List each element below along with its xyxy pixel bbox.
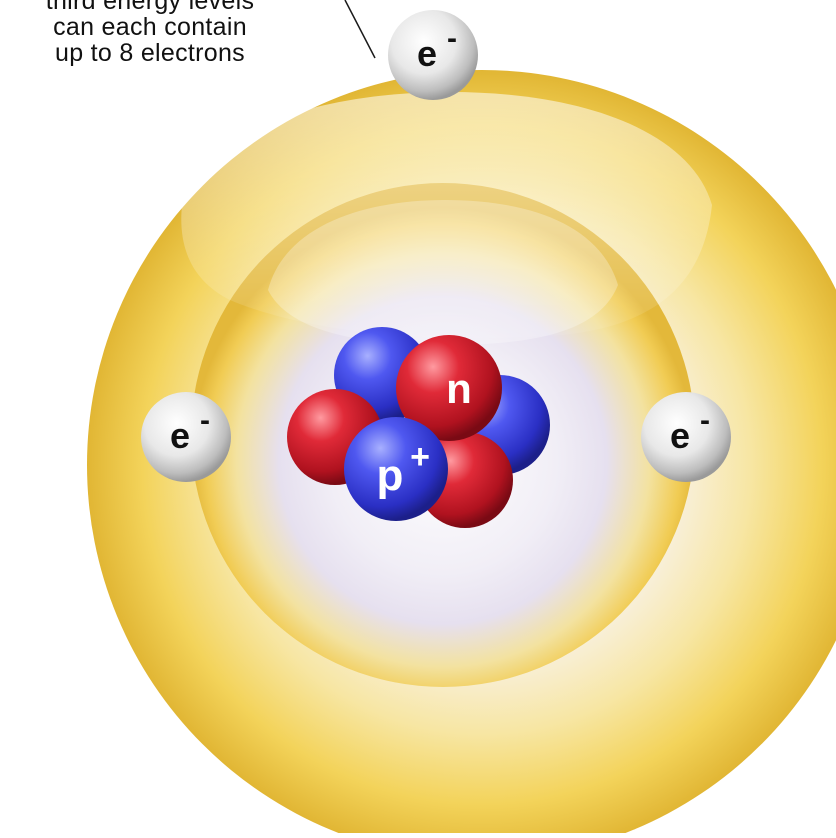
shell-highlight [181,92,713,339]
caption-line-1: third energy levels [45,0,255,15]
proton-label: p [377,451,404,500]
inner-shell-highlight [268,200,618,345]
proton-particle [344,417,448,521]
nucleus: n p + [287,327,550,528]
electron-top: e - [388,10,478,100]
electron-sphere [388,10,478,100]
electron-label: e [170,415,190,456]
electron-sphere [641,392,731,482]
neutron-label: n [446,365,472,412]
energy-level-caption: third energy levels can each contain up … [0,0,300,66]
caption-line-3: up to 8 electrons [55,39,245,67]
caption-line-2: can each contain [53,13,247,41]
electron-label: e [417,33,437,74]
electron-charge: - [700,404,710,437]
electron-charge: - [447,22,457,55]
electron-charge: - [200,404,210,437]
electron-right: e - [641,392,731,482]
caption-leader-line [344,0,376,59]
proton-charge: + [410,438,430,476]
electron-label: e [670,415,690,456]
electron-sphere [141,392,231,482]
electron-left: e - [141,392,231,482]
neutron-particle [396,335,502,441]
